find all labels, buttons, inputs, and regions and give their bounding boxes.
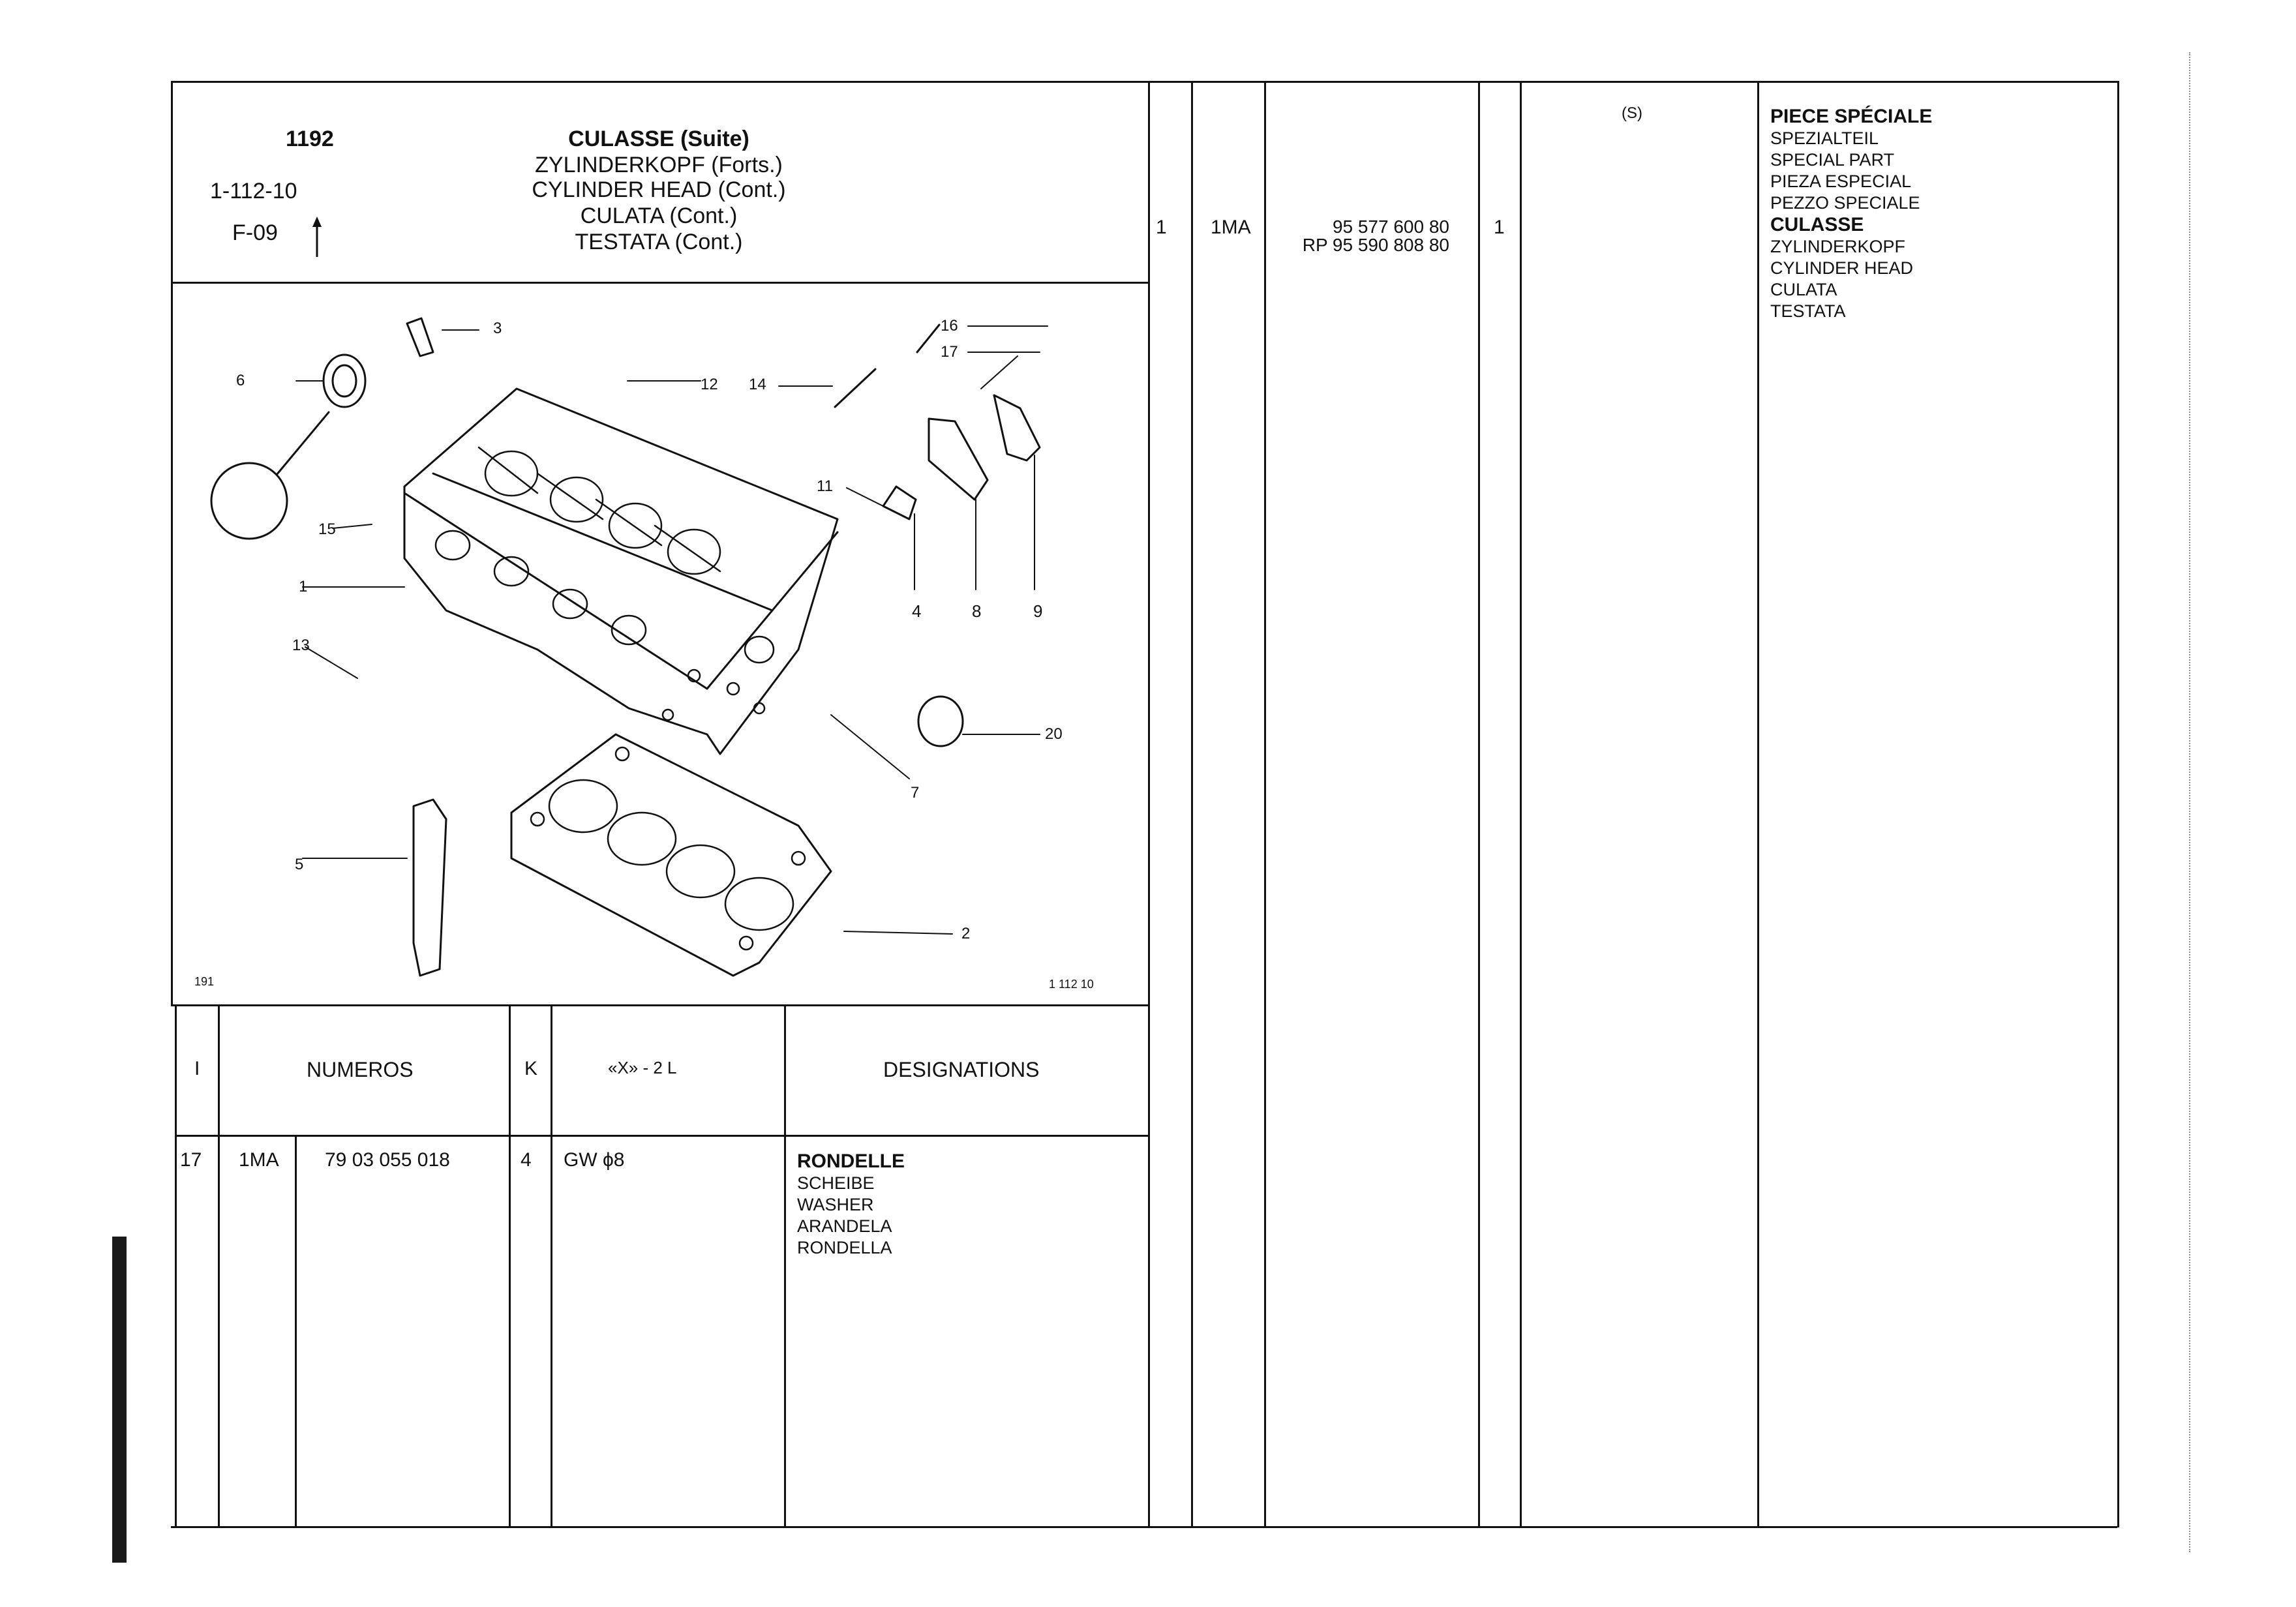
exploded-parts-diagram <box>210 317 1048 977</box>
diagram-separator <box>171 1004 1149 1006</box>
designation-de: SCHEIBE <box>797 1173 875 1193</box>
col-line <box>1478 81 1480 1527</box>
right-designation-es: CULATA <box>1770 280 1837 299</box>
sheet-ref: F-09 <box>232 220 278 245</box>
row-index: 17 <box>180 1149 202 1171</box>
right-designation-de: ZYLINDERKOPF <box>1770 237 1906 256</box>
scan-edge-dots <box>2189 52 2192 1552</box>
callout-15: 15 <box>318 520 336 538</box>
seal-drawing <box>322 353 367 408</box>
col-header-x: «X» - 2 L <box>608 1058 677 1077</box>
special-part-fr: PIECE SPÉCIALE <box>1770 106 1933 127</box>
col-line <box>1191 81 1193 1527</box>
sleeve-drawing <box>406 317 434 357</box>
diagram-footer-right: 1 112 10 <box>1049 978 1094 991</box>
diagram-footer-left: 191 <box>194 975 215 988</box>
callout-17: 17 <box>941 343 958 361</box>
title-fr: CULASSE (Suite) <box>568 127 749 151</box>
callout-13: 13 <box>292 637 310 654</box>
plug-drawing <box>917 695 964 747</box>
special-part-de: SPEZIALTEIL <box>1770 128 1879 148</box>
callout-3: 3 <box>493 320 502 337</box>
col-line <box>1520 81 1522 1527</box>
designation-es: ARANDELA <box>797 1216 892 1236</box>
right-row-designations: PIECE SPÉCIALE SPEZIALTEIL SPECIAL PART … <box>1770 106 1932 322</box>
title-en: CYLINDER HEAD (Cont.) <box>532 177 786 202</box>
col-header-index: I <box>194 1058 200 1079</box>
col-header-designations: DESIGNATIONS <box>883 1058 1040 1081</box>
callout-9: 7 <box>911 784 920 802</box>
frame-top-line <box>171 81 2117 83</box>
divider-main-line <box>1148 81 1150 1527</box>
head-gasket-drawing <box>510 733 832 977</box>
callout-2: 2 <box>961 925 971 942</box>
designation-fr: RONDELLE <box>797 1150 905 1172</box>
right-designation-fr: CULASSE <box>1770 214 1864 235</box>
right-part-number: 95 577 600 80 <box>1332 217 1449 237</box>
row-code: 1MA <box>239 1149 279 1171</box>
designation-en: WASHER <box>797 1195 874 1214</box>
callout-1: 1 <box>299 578 308 595</box>
col-header-numbers: NUMEROS <box>307 1058 414 1081</box>
col-line <box>1264 81 1266 1527</box>
callout-4: 4 <box>912 601 922 621</box>
right-row-index: 1 <box>1156 217 1167 238</box>
special-part-en: SPECIAL PART <box>1770 150 1895 170</box>
callout-5: 5 <box>295 856 304 873</box>
page-number: 1192 <box>286 127 334 151</box>
bracket-6-drawing <box>928 417 989 501</box>
row-designations: RONDELLE SCHEIBE WASHER ARANDELA RONDELL… <box>797 1150 905 1259</box>
callout-12: 12 <box>701 376 718 393</box>
right-row-part-numbers: 95 577 600 80 RP 95 590 808 80 <box>1278 218 1449 254</box>
title-de: ZYLINDERKOPF (Forts.) <box>535 153 783 177</box>
bracket-drawing <box>412 798 447 977</box>
seal-detail-bubble <box>210 462 288 540</box>
frame-left-lower-line <box>175 1006 177 1527</box>
up-arrow-icon <box>312 217 322 257</box>
right-part-number-rp: RP 95 590 808 80 <box>1302 235 1449 255</box>
right-row-qty: 1 <box>1494 217 1505 238</box>
callout-16: 16 <box>941 317 958 335</box>
row-part-number: 79 03 055 018 <box>325 1149 450 1171</box>
callout-11: 11 <box>817 477 833 495</box>
cylinder-head-drawing <box>403 387 839 755</box>
table-header-separator <box>175 1135 1149 1137</box>
callout-8: 6 <box>236 372 245 389</box>
elbow-drawing <box>882 485 917 520</box>
callout-6: 8 <box>972 601 982 621</box>
row-spec: GW ϕ8 <box>564 1149 625 1171</box>
bracket-7-drawing <box>993 394 1041 462</box>
special-part-note: (S) <box>1622 104 1642 122</box>
col-line <box>509 1006 511 1527</box>
right-row-code: 1MA <box>1211 217 1251 238</box>
callout-20: 20 <box>1045 725 1063 743</box>
right-designation-it: TESTATA <box>1770 301 1846 321</box>
frame-bottom-line <box>171 1526 2117 1528</box>
right-designation-en: CYLINDER HEAD <box>1770 258 1914 278</box>
col-header-k: K <box>524 1058 538 1079</box>
row-qty: 4 <box>521 1149 532 1171</box>
col-line <box>295 1135 297 1527</box>
frame-left-line <box>171 81 173 1006</box>
col-line <box>784 1006 786 1527</box>
col-line <box>1757 81 1759 1527</box>
title-it: TESTATA (Cont.) <box>575 230 743 254</box>
scan-edge-bar <box>112 1237 127 1563</box>
col-line <box>551 1006 552 1527</box>
header-separator <box>171 282 1149 284</box>
callout-7: 9 <box>1033 601 1043 621</box>
frame-right-line <box>2117 81 2119 1527</box>
bolt-drawing <box>916 323 941 353</box>
special-part-es: PIEZA ESPECIAL <box>1770 172 1912 191</box>
stud-drawing <box>834 368 877 408</box>
col-line <box>218 1006 220 1527</box>
callout-14: 14 <box>749 376 766 393</box>
group-code: 1-112-10 <box>210 179 297 203</box>
special-part-it: PEZZO SPECIALE <box>1770 193 1920 213</box>
title-es: CULATA (Cont.) <box>580 203 738 228</box>
designation-it: RONDELLA <box>797 1238 892 1257</box>
